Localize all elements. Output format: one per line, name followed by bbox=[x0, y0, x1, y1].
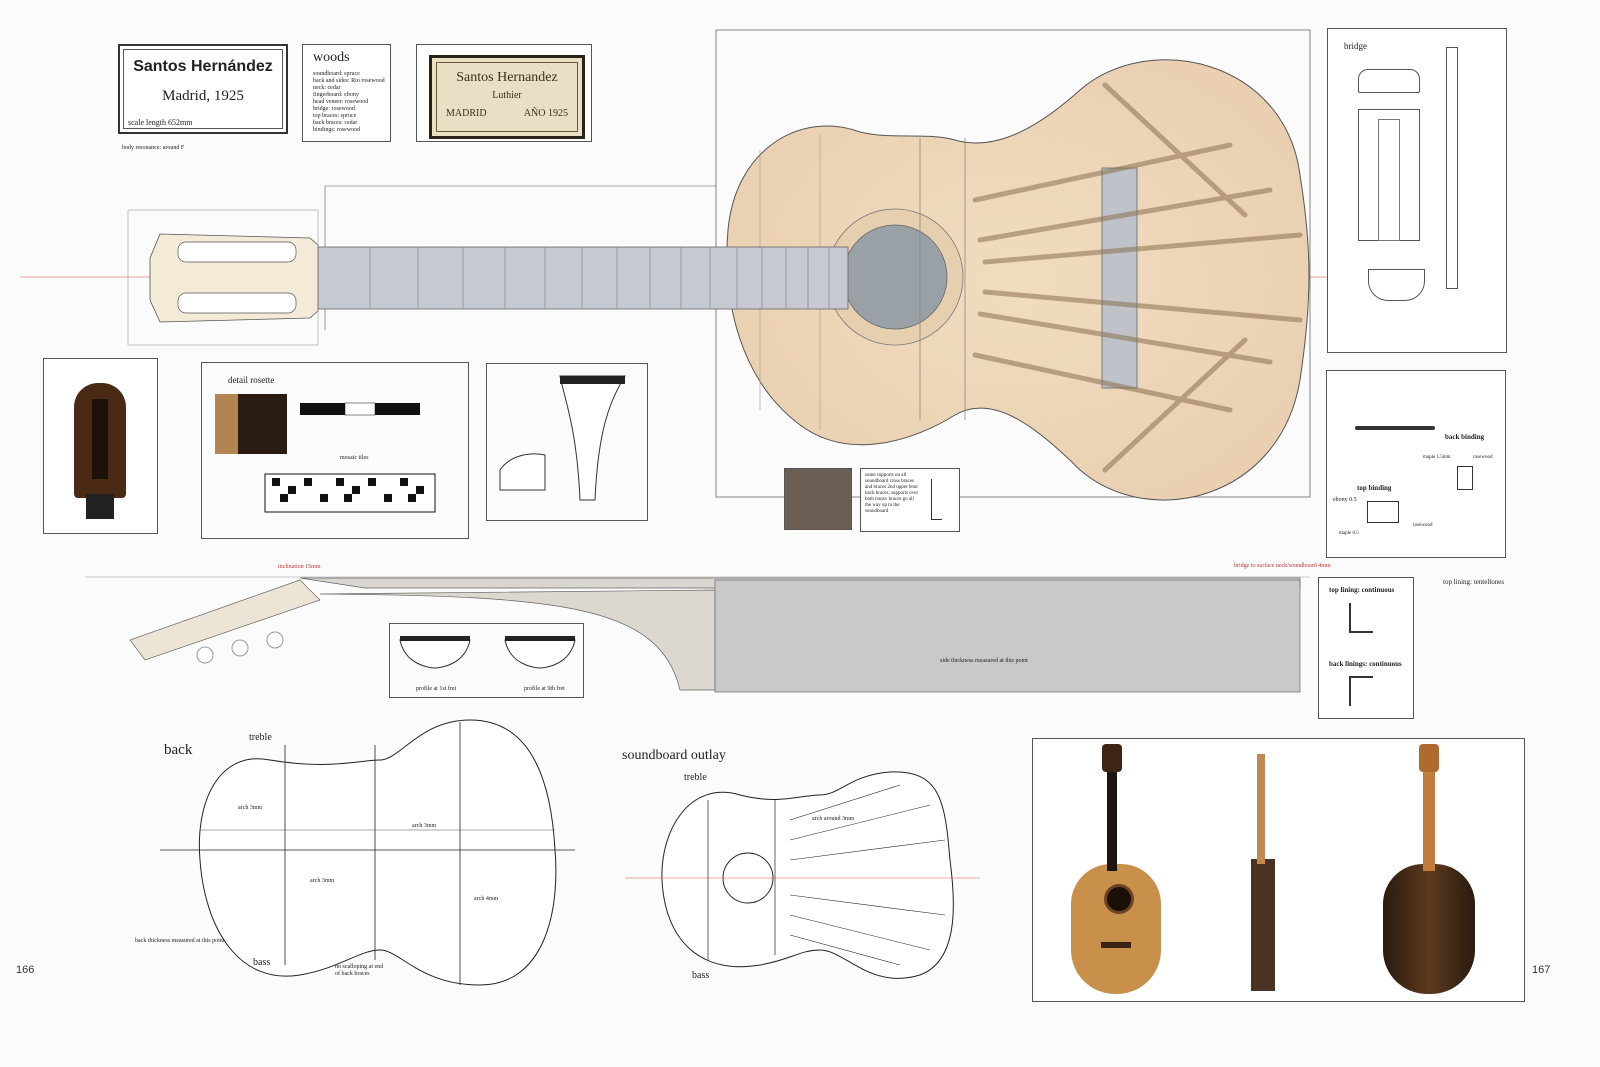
support-note-box: some supports on all soundboard cross br… bbox=[860, 468, 960, 532]
photo-front-neck bbox=[1107, 759, 1117, 871]
ebony-label: ebony 0.5 bbox=[1333, 497, 1357, 503]
back-arch-2: arch 3mm bbox=[412, 823, 437, 829]
rosette-box: detail rosette mosaic tiles bbox=[201, 362, 469, 539]
maker-label: Santos Hernandez Luthier MADRID AÑO 1925 bbox=[429, 55, 585, 139]
profiles-box: profile at 1st fret profile at 9th fret bbox=[389, 623, 584, 698]
guitar-photos-frame bbox=[1032, 738, 1525, 1002]
place-year: Madrid, 1925 bbox=[162, 88, 244, 104]
maple-label: maple 1.5mm bbox=[1423, 455, 1451, 460]
top-lining-label: top lining: continuous bbox=[1329, 586, 1395, 594]
label-photo-frame: Santos Hernandez Luthier MADRID AÑO 1925 bbox=[416, 44, 592, 142]
bridge-box: bridge bbox=[1327, 28, 1507, 353]
woods-item: head veneer: rosewood bbox=[313, 99, 369, 105]
side-neck-heel bbox=[319, 589, 716, 691]
neck-profiles bbox=[399, 636, 576, 669]
label-year: AÑO 1925 bbox=[523, 108, 568, 119]
tentellones-note: top lining: tentellones bbox=[1443, 578, 1505, 586]
linings-box: top lining: continuous back linings: con… bbox=[1318, 577, 1414, 719]
top-view-guitar bbox=[20, 29, 1340, 501]
woods-item: top braces: spruce bbox=[313, 113, 357, 119]
inclination-note: inclination 15mm bbox=[278, 564, 321, 570]
back-plan bbox=[160, 719, 575, 986]
back-bass: bass bbox=[253, 957, 271, 968]
back-treble: treble bbox=[249, 732, 272, 743]
fan-braces bbox=[972, 82, 1303, 473]
side-view bbox=[85, 576, 1310, 693]
top-binding-label: top binding bbox=[1357, 484, 1392, 492]
woods-item: back braces: cedar bbox=[313, 120, 358, 126]
mosaic-label: mosaic tiles bbox=[340, 455, 369, 461]
back-title: back bbox=[164, 742, 193, 758]
woods-item: neck: cedar bbox=[313, 85, 341, 91]
bridge-plate bbox=[1101, 167, 1138, 389]
woods-list: soundboard: spruce back and sides: Rio r… bbox=[313, 71, 389, 134]
woods-title: woods bbox=[313, 50, 350, 65]
rosette-detail bbox=[215, 394, 436, 513]
fingerboard bbox=[317, 246, 849, 310]
body-resonance: body resonance: around F bbox=[122, 145, 185, 151]
outlay-plan bbox=[625, 771, 980, 979]
support-note: some supports on all soundboard cross br… bbox=[865, 473, 919, 514]
bridge-surface-note: bridge to surface neck/soundboard 4mm bbox=[1234, 563, 1331, 569]
binding-box: back binding rosewood maple 1.5mm top bi… bbox=[1326, 370, 1506, 558]
profile-2-label: profile at 9th fret bbox=[524, 686, 565, 692]
woods-item: bindings: rosewood bbox=[313, 127, 361, 133]
profile-1-label: profile at 1st fret bbox=[416, 686, 457, 692]
rosewood-label-2: rosewood bbox=[1413, 523, 1433, 528]
bridge-title: bridge bbox=[1344, 41, 1367, 51]
back-binding-label: back binding bbox=[1445, 433, 1485, 441]
back-scallop-note: no scalloping at end of back braces bbox=[335, 964, 384, 977]
label-name: Santos Hernandez bbox=[456, 70, 558, 85]
outlay-arch: arch around 3mm bbox=[812, 816, 855, 822]
outlay-treble: treble bbox=[684, 772, 707, 783]
side-body bbox=[714, 579, 1301, 693]
photo-back-neck bbox=[1423, 759, 1435, 871]
maker-name: Santos Hernández bbox=[133, 58, 273, 75]
heel-drawing bbox=[499, 375, 626, 501]
side-thickness-note: side thickness measured at this point bbox=[940, 658, 1028, 664]
label-role: Luthier bbox=[492, 90, 522, 101]
woods-item: bridge: rosewood bbox=[313, 106, 355, 112]
frets bbox=[369, 247, 830, 309]
soundboard-body bbox=[726, 59, 1310, 501]
woods-item: fingerboard: ebony bbox=[313, 92, 359, 98]
headstock-photo-frame bbox=[43, 358, 158, 534]
page-number-left: 166 bbox=[16, 964, 35, 976]
woods-box: woods soundboard: spruce back and sides:… bbox=[302, 44, 391, 142]
maple-label-2: maple 0.5 bbox=[1339, 531, 1359, 536]
photo-back-body bbox=[1383, 864, 1475, 994]
photo-side-neck bbox=[1257, 754, 1265, 864]
title-box: Santos Hernández Madrid, 1925 scale leng… bbox=[118, 44, 288, 134]
soundhole bbox=[842, 224, 948, 330]
page-number-right: 167 bbox=[1532, 964, 1551, 976]
outlay-bass: bass bbox=[692, 970, 710, 981]
side-headstock bbox=[129, 579, 321, 661]
rosewood-label-1: rosewood bbox=[1473, 455, 1493, 460]
scale-length: scale length 652mm bbox=[128, 118, 193, 127]
back-linings-label: back linings: continuous bbox=[1329, 660, 1402, 668]
rosette-title: detail rosette bbox=[228, 375, 275, 385]
back-thickness-note: back thickness measured at this point bbox=[135, 938, 225, 944]
back-arch-3: arch 3mm bbox=[310, 878, 335, 884]
back-arch-1: arch 3mm bbox=[238, 805, 263, 811]
heel-box bbox=[486, 363, 648, 521]
woods-item: back and sides: Rio rosewood bbox=[313, 78, 385, 84]
woods-item: soundboard: spruce bbox=[313, 71, 360, 77]
support-photo bbox=[784, 468, 852, 530]
label-city: MADRID bbox=[446, 108, 487, 119]
photo-front-body bbox=[1071, 864, 1161, 994]
back-arch-4: arch 4mm bbox=[474, 896, 499, 902]
outlay-title: soundboard outlay bbox=[622, 748, 726, 763]
photo-side-body bbox=[1251, 859, 1275, 991]
